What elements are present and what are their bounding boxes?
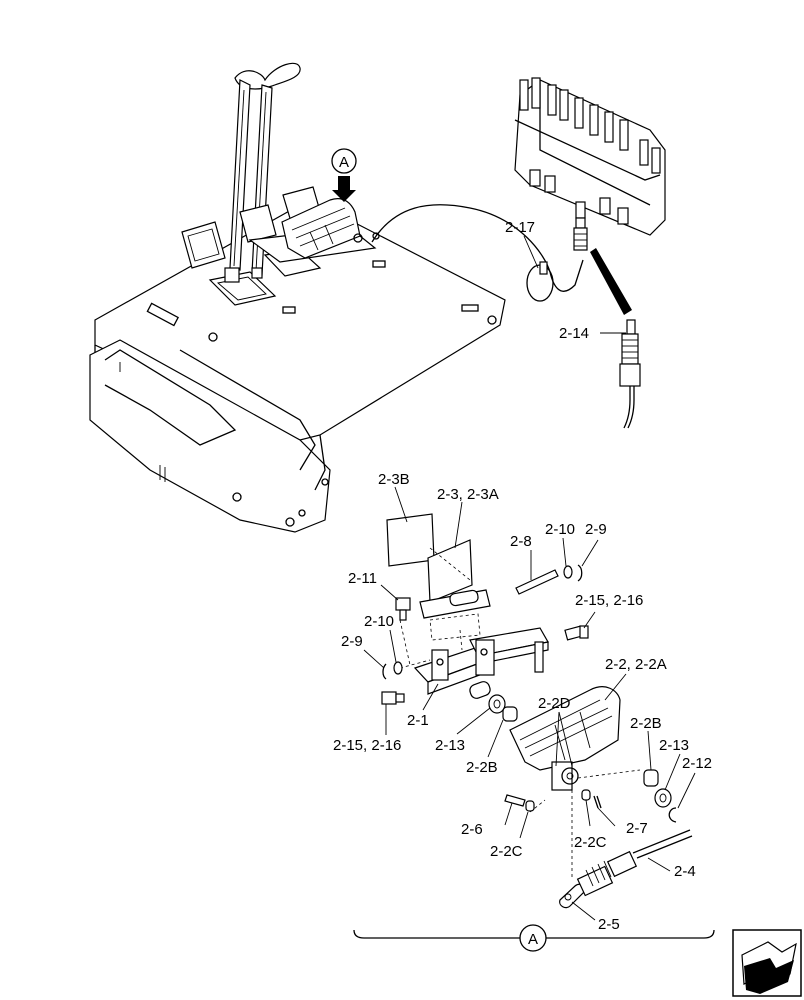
pedal-2-3 [419, 539, 491, 641]
leader-lines [363, 235, 696, 921]
label-2-8: 2-8 [510, 533, 532, 550]
pilot-cable [371, 204, 584, 292]
pin-2-6 [504, 794, 526, 807]
label-2-17: 2-17 [505, 219, 535, 236]
bolt-2-11 [395, 597, 411, 621]
label-2-2b-left: 2-2B [466, 759, 498, 776]
label-2-6: 2-6 [461, 821, 483, 838]
callout-a-lower: A [519, 924, 547, 952]
bushing-2-2b-left [502, 706, 518, 722]
screw-2-15-left [381, 691, 405, 705]
label-2-12: 2-12 [682, 755, 712, 772]
screw-2-15-right [564, 625, 589, 641]
label-2-4: 2-4 [674, 863, 696, 880]
label-2-9-upper: 2-9 [585, 521, 607, 538]
snap-ring-2-12 [668, 807, 677, 823]
label-2-10-lower: 2-10 [364, 613, 394, 630]
label-2-1: 2-1 [407, 712, 429, 729]
bushing-2-2b-right [643, 769, 659, 787]
label-2-2c-left: 2-2C [490, 843, 523, 860]
label-2-3b: 2-3B [378, 471, 410, 488]
cotter-2-7 [593, 795, 602, 809]
label-2-15-lower: 2-15, 2-16 [333, 737, 401, 754]
pedal-2-2 [509, 686, 621, 791]
washer-2-10-left [393, 661, 403, 675]
label-2-14: 2-14 [559, 325, 589, 342]
label-2-7: 2-7 [626, 820, 648, 837]
detail-pointer [590, 248, 632, 315]
pedals-upper [181, 186, 380, 306]
label-2-5: 2-5 [598, 916, 620, 933]
label-2-2c-right: 2-2C [574, 834, 607, 851]
snap-ring-2-9-right [577, 564, 583, 582]
part-labels: 2-17 2-14 2-3B 2-3, 2-3A 2-8 2-10 2-9 2-… [333, 219, 712, 933]
collar-2-2c-left [525, 800, 535, 812]
label-2-2: 2-2, 2-2A [605, 656, 667, 673]
pad-2-3b [386, 513, 435, 567]
snap-ring-2-9-left [382, 663, 387, 680]
pin-2-8 [515, 569, 559, 595]
bracket-2-1 [399, 619, 549, 695]
label-2-13-right: 2-13 [659, 737, 689, 754]
label-2-15-upper: 2-15, 2-16 [575, 592, 643, 609]
cable-end-2-4 [559, 829, 693, 909]
washer-2-13-left [488, 694, 506, 714]
label-2-2d: 2-2D [538, 695, 571, 712]
label-2-2b-right: 2-2B [630, 715, 662, 732]
label-2-13-left: 2-13 [435, 737, 465, 754]
fitting-2-14 [619, 319, 641, 429]
callout-a-lower-letter: A [528, 931, 538, 948]
label-2-10-upper: 2-10 [545, 521, 575, 538]
washer-2-10-right [563, 565, 573, 579]
sleeve [469, 681, 491, 699]
control-valve [514, 77, 666, 251]
next-page-arrow-icon[interactable] [732, 929, 802, 997]
collar-2-2c-right [581, 789, 591, 801]
callout-a-upper-letter: A [339, 154, 349, 171]
washer-2-13-right [654, 788, 672, 808]
label-2-3: 2-3, 2-3A [437, 486, 499, 503]
label-2-11: 2-11 [348, 570, 377, 587]
callout-a-upper: A [331, 148, 357, 202]
label-2-9-lower: 2-9 [341, 633, 363, 650]
